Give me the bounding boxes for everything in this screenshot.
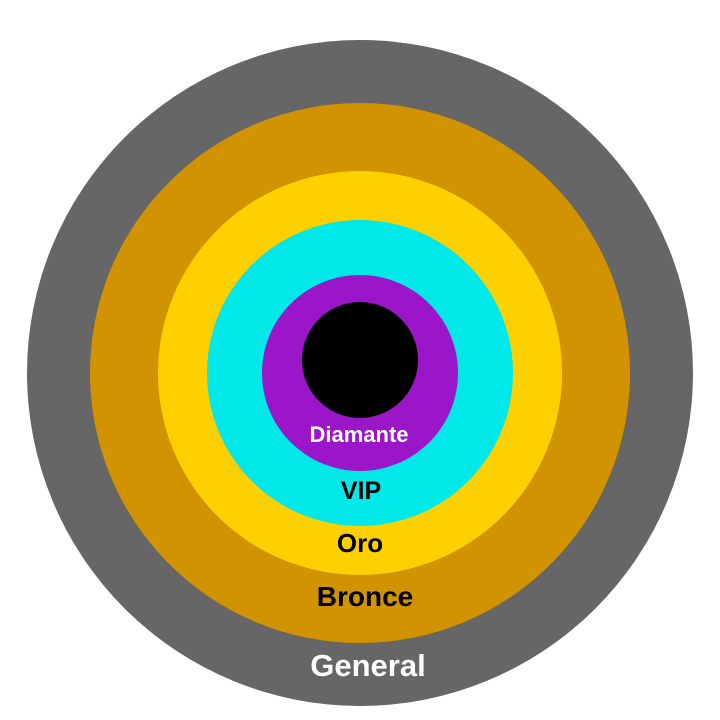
label-bronce: Bronce (317, 581, 413, 612)
label-diamante: Diamante (309, 422, 408, 447)
label-general: General (310, 648, 425, 683)
label-oro: Oro (337, 528, 383, 558)
center-core (302, 302, 418, 418)
label-vip: VIP (341, 477, 381, 505)
